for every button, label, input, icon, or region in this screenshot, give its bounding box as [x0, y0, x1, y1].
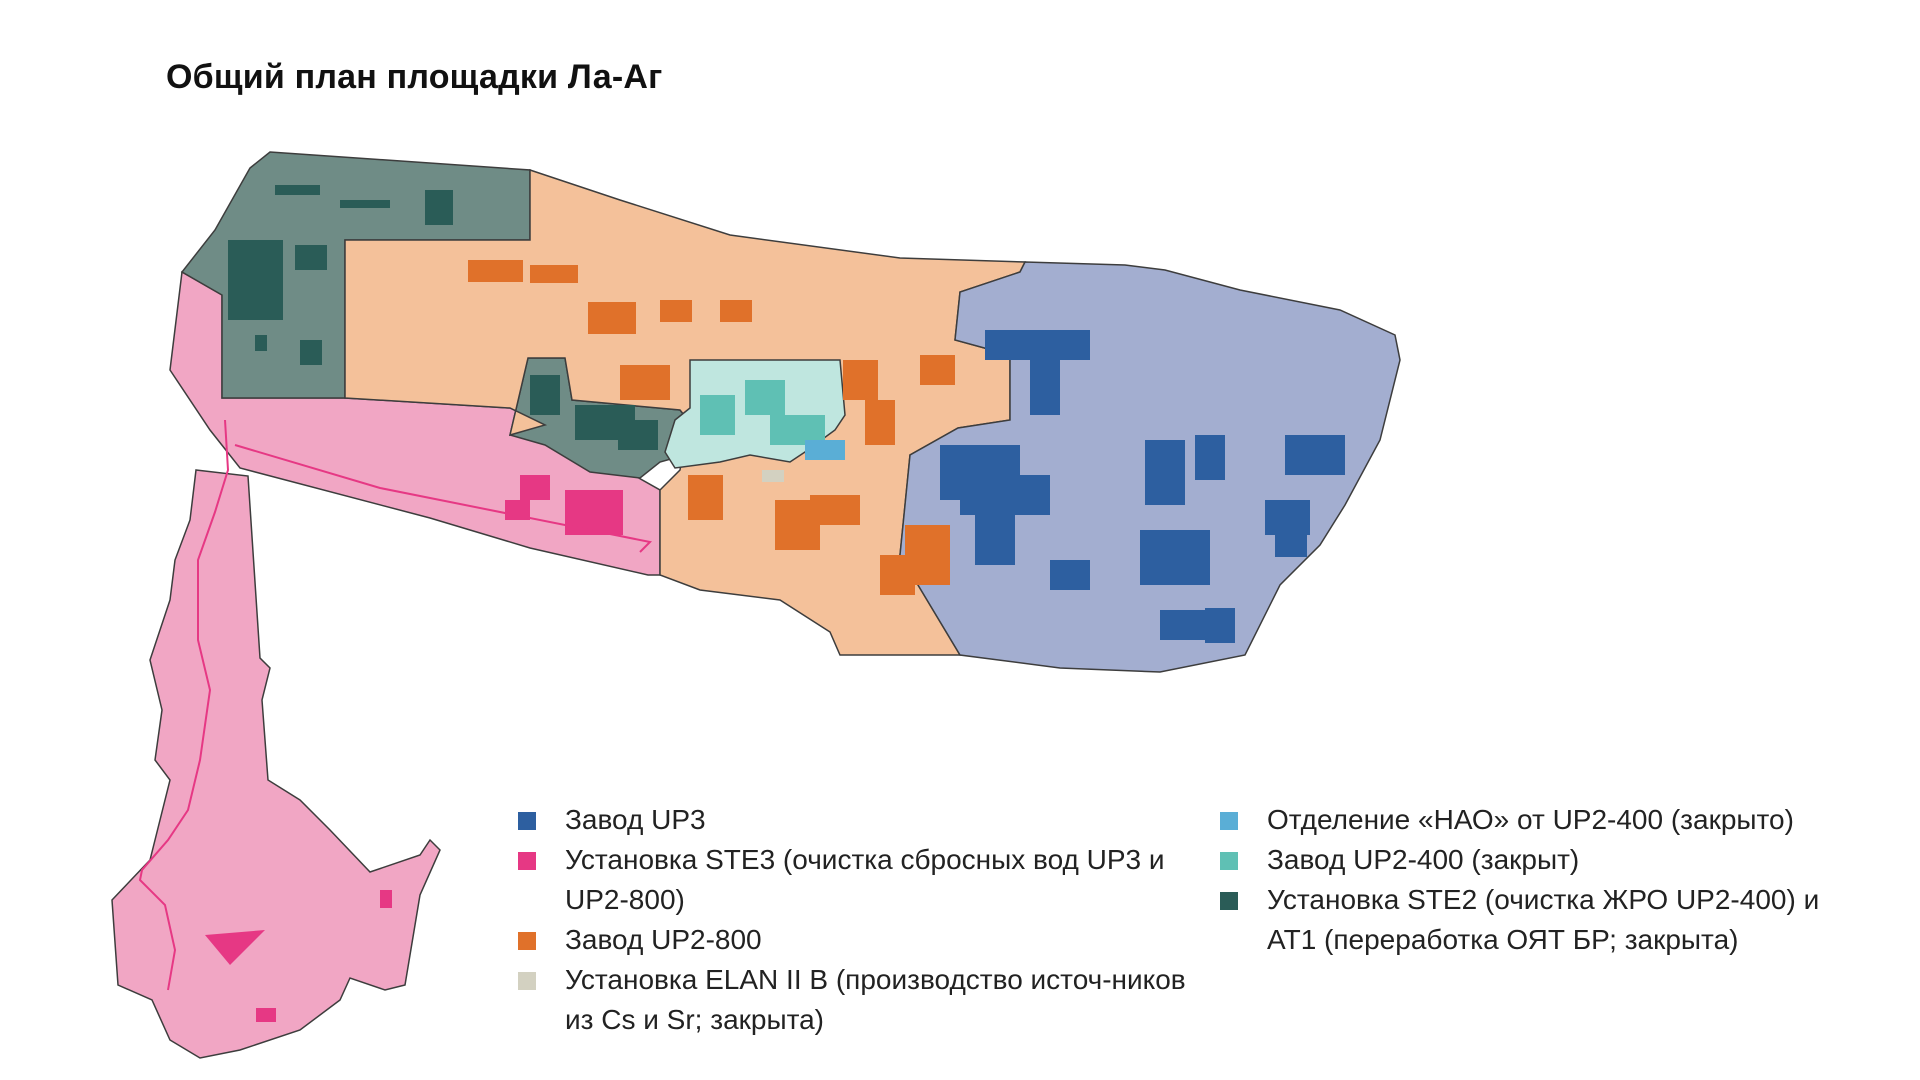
building-up2-800: [468, 260, 523, 282]
legend-text-hao: Отделение «НАО» от UP2-400 (закрыто): [1267, 804, 1794, 835]
building-up3: [1265, 500, 1310, 535]
legend-swatch-up3: [518, 812, 536, 830]
building-up3: [1205, 608, 1235, 643]
building-ste2: [228, 240, 283, 320]
building-up3: [1275, 535, 1307, 557]
building-ste2: [340, 200, 390, 208]
building-up2-800: [810, 495, 860, 525]
legend-item-ste2: Установка STE2 (очистка ЖРО UP2-400) и A…: [1220, 880, 1870, 960]
building-up3: [975, 515, 1015, 565]
building-ste3: [256, 1008, 276, 1022]
legend-item-up2-800: Завод UP2-800: [518, 920, 1208, 960]
building-up2-800: [920, 355, 955, 385]
building-ste2: [275, 185, 320, 195]
building-up2-800: [720, 300, 752, 322]
building-up3: [1145, 440, 1185, 505]
legend-item-ste3: Установка STE3 (очистка сбросных вод UP3…: [518, 840, 1208, 920]
building-ste2: [295, 245, 327, 270]
building-up3: [985, 330, 1090, 360]
legend-swatch-up2-800: [518, 932, 536, 950]
legend-text-elan: Установка ELAN II B (производство источ-…: [565, 964, 1186, 1035]
building-up2-800: [660, 300, 692, 322]
legend-text-up2-400: Завод UP2-400 (закрыт): [1267, 844, 1580, 875]
legend-swatch-elan: [518, 972, 536, 990]
legend-item-up3: Завод UP3: [518, 800, 1208, 840]
legend-swatch-ste2: [1220, 892, 1238, 910]
building-up2-800: [880, 555, 915, 595]
legend-item-elan: Установка ELAN II B (производство источ-…: [518, 960, 1208, 1040]
legend-item-hao: Отделение «НАО» от UP2-400 (закрыто): [1220, 800, 1870, 840]
legend-text-up2-800: Завод UP2-800: [565, 924, 762, 955]
building-ste2: [618, 420, 658, 450]
rail-line: [138, 419, 230, 991]
building-up2-800: [865, 400, 895, 445]
building-up2-800: [620, 365, 670, 400]
building-up3: [1160, 610, 1205, 640]
legend-swatch-hao: [1220, 812, 1238, 830]
building-ste3: [565, 490, 623, 535]
legend-text-ste3: Установка STE3 (очистка сбросных вод UP3…: [565, 844, 1165, 915]
legend-swatch-up2-400: [1220, 852, 1238, 870]
building-up2-800: [588, 302, 636, 334]
building-up3: [1140, 530, 1210, 585]
legend-item-up2-400: Завод UP2-400 (закрыт): [1220, 840, 1870, 880]
building-up3: [1195, 435, 1225, 480]
legend-column-2: Отделение «НАО» от UP2-400 (закрыто) Зав…: [1220, 800, 1870, 960]
legend-column-1: Завод UP3 Установка STE3 (очистка сбросн…: [518, 800, 1208, 1040]
building-up2-400: [700, 395, 735, 435]
legend-swatch-ste3: [518, 852, 536, 870]
building-up3: [1285, 435, 1345, 475]
rail-line: [234, 444, 653, 553]
map-buildings: [205, 185, 1345, 1022]
legend-text-up3: Завод UP3: [565, 804, 706, 835]
legend-text-ste2: Установка STE2 (очистка ЖРО UP2-400) и A…: [1267, 884, 1820, 955]
building-elan: [762, 470, 784, 482]
building-ste2: [300, 340, 322, 365]
building-up2-800: [843, 360, 878, 400]
building-up3: [960, 475, 1050, 515]
map-title: Общий план площадки Ла-Аг: [166, 58, 663, 96]
building-ste2: [530, 375, 560, 415]
building-ste2: [255, 335, 267, 351]
zone-ste3-south: [111, 469, 441, 1059]
building-ste3: [380, 890, 392, 908]
building-ste3: [520, 475, 550, 500]
building-ste2: [425, 190, 453, 225]
building-hao: [805, 440, 845, 460]
building-ste3: [205, 930, 265, 965]
building-up2-400: [745, 380, 785, 415]
building-up3: [1050, 560, 1090, 590]
map-lines: [138, 419, 653, 991]
building-up3: [1030, 360, 1060, 415]
building-up2-800: [530, 265, 578, 283]
building-up2-800: [688, 475, 723, 520]
